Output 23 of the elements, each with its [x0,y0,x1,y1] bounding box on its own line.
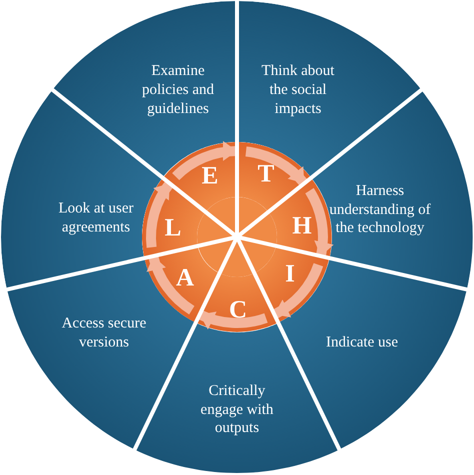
curved-arrow [272,262,324,319]
segment-letter: T [256,159,276,190]
segment-text: Access secure versions [60,314,148,352]
segment-letter: E [200,161,220,192]
segment-letter: H [291,211,313,242]
segment-letter: L [164,213,182,244]
segment-text: Think about the social impacts [260,62,336,118]
curved-arrow [198,310,268,330]
ring-segment [6,258,196,450]
segment-text: Indicate use [324,334,400,352]
segment-letter: I [284,259,296,290]
segment-letter: C [228,295,248,326]
segment-text: Look at user agreements [58,199,134,237]
segment-letter: A [174,263,196,294]
curved-arrow [305,188,333,257]
segment-text: Critically engage with outputs [200,382,274,438]
segment-text: Harness understanding of the technology [328,182,432,238]
curved-arrow [245,146,308,187]
curved-arrow [146,180,174,248]
segment-text: Examine policies and guidelines [140,62,216,118]
curved-arrow [172,142,238,180]
curved-arrow [147,254,195,314]
ring-segment [278,258,468,450]
